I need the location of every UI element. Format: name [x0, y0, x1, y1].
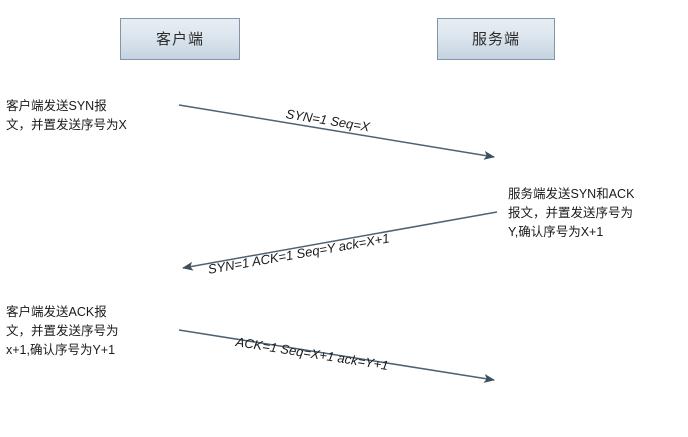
note-client-ack: 客户端发送ACK报 文，并置发送序号为 x+1,确认序号为Y+1 [6, 303, 119, 360]
note-client-syn-line-1: 客户端发送SYN报 [6, 99, 107, 113]
note-client-syn-line-2: 文，并置发送序号为X [6, 118, 127, 132]
participant-label-client: 客户端 [155, 30, 204, 48]
participant-box-client[interactable]: 客户端 [120, 18, 240, 60]
message-arrow-syn [178, 104, 495, 160]
note-client-ack-line-2: 文，并置发送序号为 [6, 324, 119, 338]
participant-box-server[interactable]: 服务端 [437, 18, 555, 60]
message-arrow-syn-ack [182, 211, 498, 271]
note-client-ack-line-1: 客户端发送ACK报 [6, 305, 107, 319]
participant-label-server: 服务端 [471, 30, 520, 48]
note-client-syn: 客户端发送SYN报 文，并置发送序号为X [6, 97, 127, 135]
note-server-synack-line-1: 服务端发送SYN和ACK [508, 187, 635, 201]
message-arrow-ack [178, 329, 495, 383]
note-server-synack: 服务端发送SYN和ACK 报文，并置发送序号为 Y,确认序号为X+1 [508, 185, 634, 242]
note-server-synack-line-2: 报文，并置发送序号为 [508, 206, 634, 220]
note-client-ack-line-3: x+1,确认序号为Y+1 [6, 343, 116, 357]
note-server-synack-line-3: Y,确认序号为X+1 [508, 225, 604, 239]
